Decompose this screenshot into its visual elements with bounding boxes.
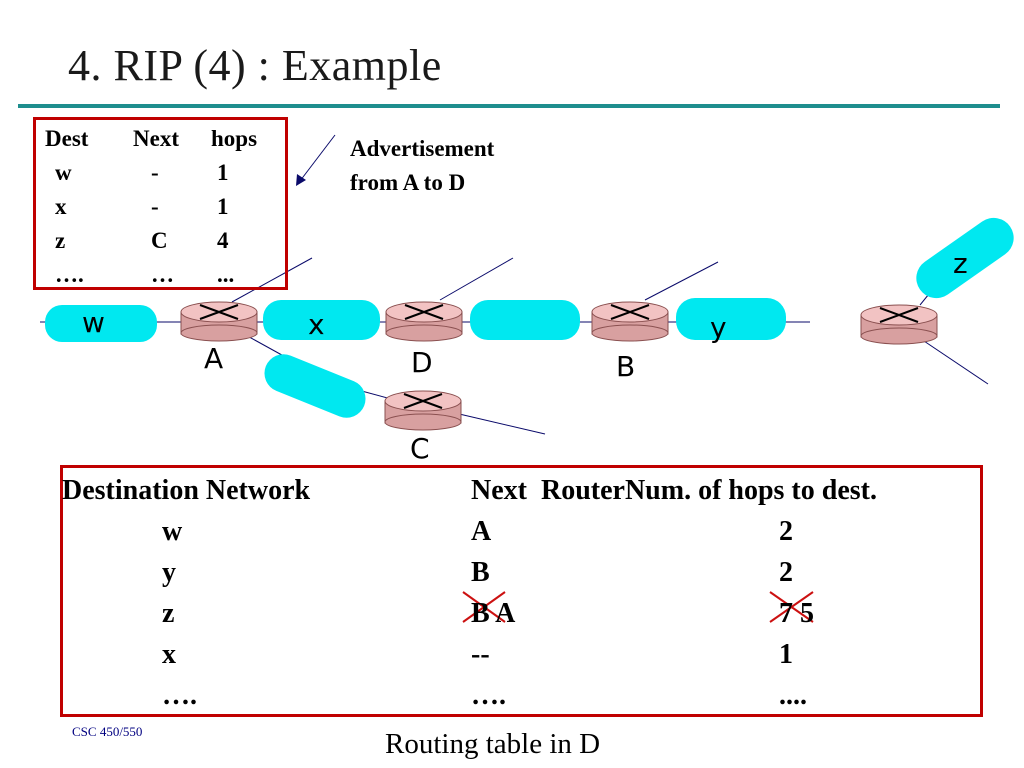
router-b: [591, 301, 669, 342]
routing-table-header-row: Destination Network Next Router Num. of …: [62, 470, 877, 511]
routing-table-row: …. …. ....: [62, 675, 877, 716]
network-label-y: y: [710, 311, 727, 344]
network-labels: w x y z: [82, 247, 968, 344]
rt-cell-next: B A: [471, 598, 516, 629]
rt-cell-next: A: [471, 516, 492, 547]
link-d-upper: [439, 257, 514, 301]
routers: [180, 301, 938, 431]
network-ac-cloud: [264, 354, 366, 418]
adv-header-dest: Dest: [45, 126, 89, 151]
network-label-z: z: [953, 247, 968, 280]
adv-cell-hops: ...: [217, 262, 235, 287]
adv-cell-dest: ….: [55, 262, 84, 287]
routing-table-row: z B A 7 5: [62, 593, 877, 634]
adv-cell-dest: w: [55, 160, 72, 185]
rt-cell-dest: ….: [162, 680, 197, 711]
rt-cell-hops: 2: [778, 557, 793, 588]
network-label-x: x: [308, 308, 325, 341]
advertisement-caption-line1: Advertisement: [350, 136, 495, 161]
adv-cell-dest: z: [55, 228, 66, 253]
rt-cell-dest: y: [162, 557, 176, 588]
link-z-lower: [914, 334, 989, 385]
rt-cell-hops: 7 5: [778, 598, 814, 629]
rt-cell-next: B: [471, 557, 490, 588]
router-label-a: A: [204, 342, 223, 375]
advertisement-caption-line2: from A to D: [350, 170, 466, 195]
rt-cell-hops: 1: [778, 639, 793, 670]
strike-marks: [462, 591, 814, 623]
advertisement-header-row: Dest Next hops: [45, 122, 257, 156]
network-unnamed-cloud: [470, 300, 580, 340]
advertisement-caption: Advertisement from A to D: [350, 132, 494, 200]
rt-cell-next: --: [471, 639, 490, 670]
router-d: [385, 301, 463, 342]
advertisement-row: w - 1: [45, 156, 257, 190]
router-label-d: D: [411, 346, 433, 379]
router-z-side: [860, 304, 938, 345]
network-x-cloud: [263, 300, 380, 340]
rt-header-hops: Num. of hops to dest.: [624, 475, 877, 506]
adv-cell-hops: 4: [217, 228, 229, 253]
network-label-w: w: [82, 306, 105, 339]
rt-header-destination: Destination Network: [62, 475, 311, 506]
title-divider: [18, 104, 1000, 108]
rt-cell-dest: z: [162, 598, 175, 629]
strike-hops: [769, 591, 814, 623]
rt-cell-dest: w: [162, 516, 183, 547]
network-z-cloud: [916, 217, 1014, 299]
rt-header-next-router: Next Router: [471, 475, 625, 506]
link-a-upper: [231, 257, 313, 303]
advertisement-table: Dest Next hops w - 1 x - 1 z C 4 …. … ..…: [45, 122, 257, 292]
routing-table: Destination Network Next Router Num. of …: [62, 470, 877, 716]
rt-cell-hops: ....: [778, 680, 807, 711]
adv-header-hops: hops: [211, 126, 258, 151]
adv-cell-dest: x: [55, 194, 67, 219]
network-w-cloud: [45, 305, 157, 342]
routing-table-box: [60, 465, 983, 717]
adv-cell-next: -: [151, 160, 159, 185]
adv-cell-hops: 1: [217, 194, 229, 219]
advert-arrowhead: [296, 174, 306, 186]
router-label-c: C: [410, 432, 430, 465]
router-c: [384, 390, 462, 431]
routing-table-row: y B 2: [62, 552, 877, 593]
routing-table-caption: Routing table in D: [385, 728, 601, 760]
strike-next-router: [462, 591, 506, 623]
slide-title: 4. RIP (4) : Example: [68, 41, 442, 90]
advert-arrow: [299, 134, 336, 182]
router-labels: A D B C: [204, 342, 635, 465]
advertisement-row: …. … ...: [45, 258, 257, 292]
adv-cell-next: C: [151, 228, 168, 253]
routing-table-row: x -- 1: [62, 634, 877, 675]
router-label-b: B: [616, 350, 635, 383]
network-y-cloud: [676, 298, 786, 340]
rt-cell-next: ….: [471, 680, 506, 711]
link-c-right: [454, 412, 546, 435]
adv-cell-hops: 1: [217, 160, 229, 185]
advertisement-box: [33, 117, 288, 290]
advertisement-row: x - 1: [45, 190, 257, 224]
clouds: [45, 217, 1014, 418]
adv-cell-next: -: [151, 194, 159, 219]
advertisement-row: z C 4: [45, 224, 257, 258]
adv-header-next: Next: [133, 126, 179, 151]
router-a: [180, 301, 258, 342]
course-label: CSC 450/550: [72, 724, 143, 739]
adv-cell-next: …: [151, 262, 174, 287]
rt-cell-hops: 2: [778, 516, 793, 547]
routing-table-row: w A 2: [62, 511, 877, 552]
rt-cell-dest: x: [162, 639, 176, 670]
link-b-upper: [644, 261, 719, 301]
